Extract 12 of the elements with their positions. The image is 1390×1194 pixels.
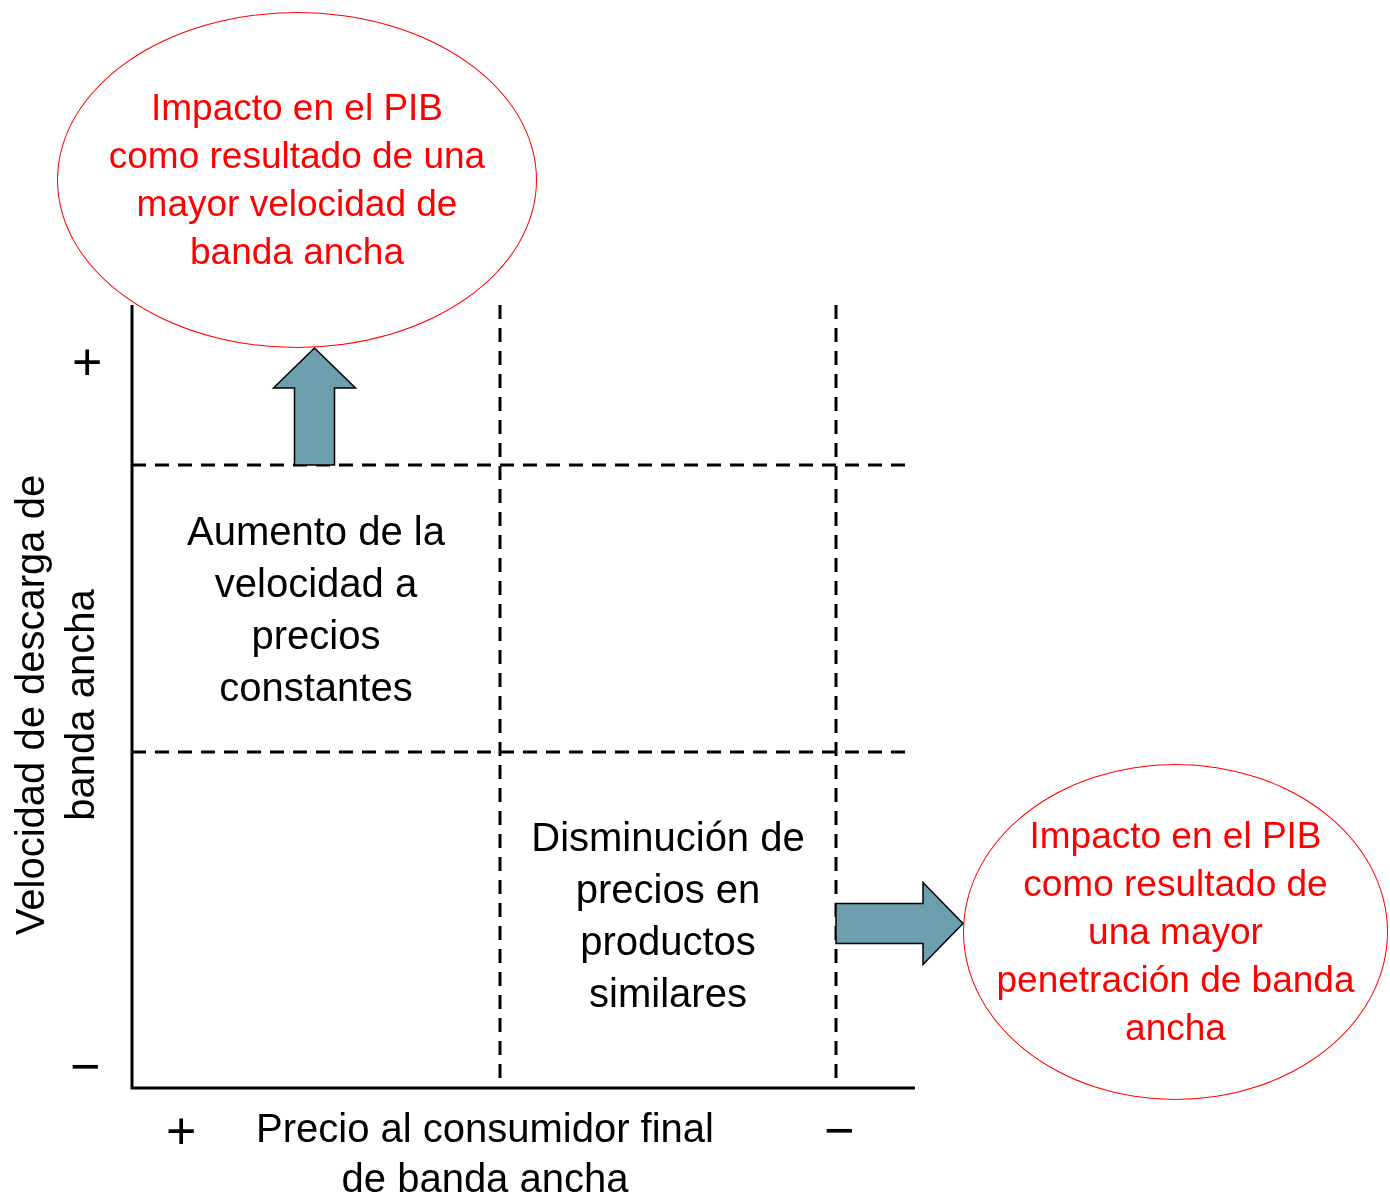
- node-text: Aumento de la velocidad a precios constantes: [186, 507, 446, 711]
- axis-sign: +: [72, 336, 103, 388]
- axis-title: Velocidad de descarga de banda ancha: [7, 473, 103, 938]
- block-arrow: [835, 880, 965, 967]
- axis-sign: +: [166, 1105, 197, 1157]
- node-text: Impacto en el PIB como resultado de una mayor penetración de banda ancha: [995, 813, 1356, 1051]
- node-text: Impacto en el PIB como resultado de una mayor velocidad de banda ancha: [107, 85, 487, 275]
- axis-sign: −: [70, 1040, 101, 1092]
- node-text: Disminución de precios en productos similares: [530, 814, 806, 1017]
- axis-sign: −: [824, 1104, 855, 1156]
- axis-title: Precio al consumidor final de banda ancha: [255, 1105, 715, 1194]
- block-arrow: [271, 346, 358, 466]
